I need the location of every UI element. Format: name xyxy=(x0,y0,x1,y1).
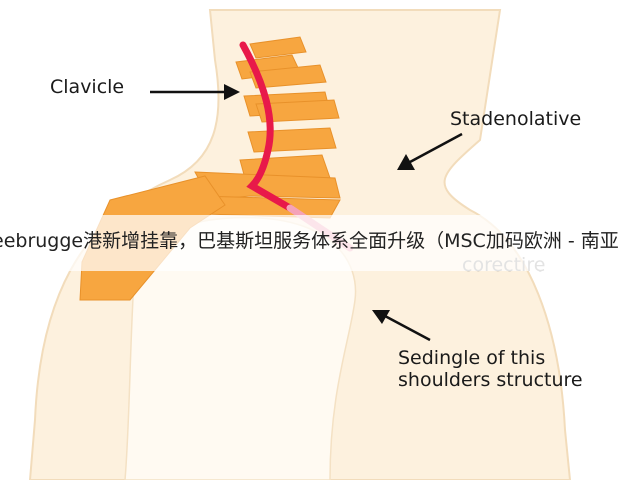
label-clavicle: Clavicle xyxy=(50,76,125,98)
vertebra-1 xyxy=(249,36,307,59)
vertebra-3 xyxy=(249,64,327,89)
label-sedingle: Sedingle of this shoulders structure xyxy=(398,347,583,391)
overlay-banner xyxy=(0,215,640,271)
vertebra-6 xyxy=(247,127,337,153)
label-sedingle-line1: Sedingle of this xyxy=(398,347,546,369)
arrowhead-stadenolative xyxy=(397,154,415,170)
label-stadenolative: Stadenolative xyxy=(450,108,582,130)
arrow-sedingle xyxy=(384,314,431,342)
overlay-banner-text: eebrugge港新增挂靠，巴基斯坦服务体系全面升级（MSC加码欧洲 - 南亚 xyxy=(0,230,619,252)
arrowhead-sedingle xyxy=(372,310,390,324)
arrowhead-clavicle xyxy=(224,84,240,100)
vertebra-5 xyxy=(255,99,340,123)
label-sedingle-line2: shoulders structure xyxy=(398,369,583,391)
arrow-stadenolative xyxy=(409,132,463,164)
nerve-line xyxy=(239,41,294,212)
annotation-arrows xyxy=(150,84,463,342)
